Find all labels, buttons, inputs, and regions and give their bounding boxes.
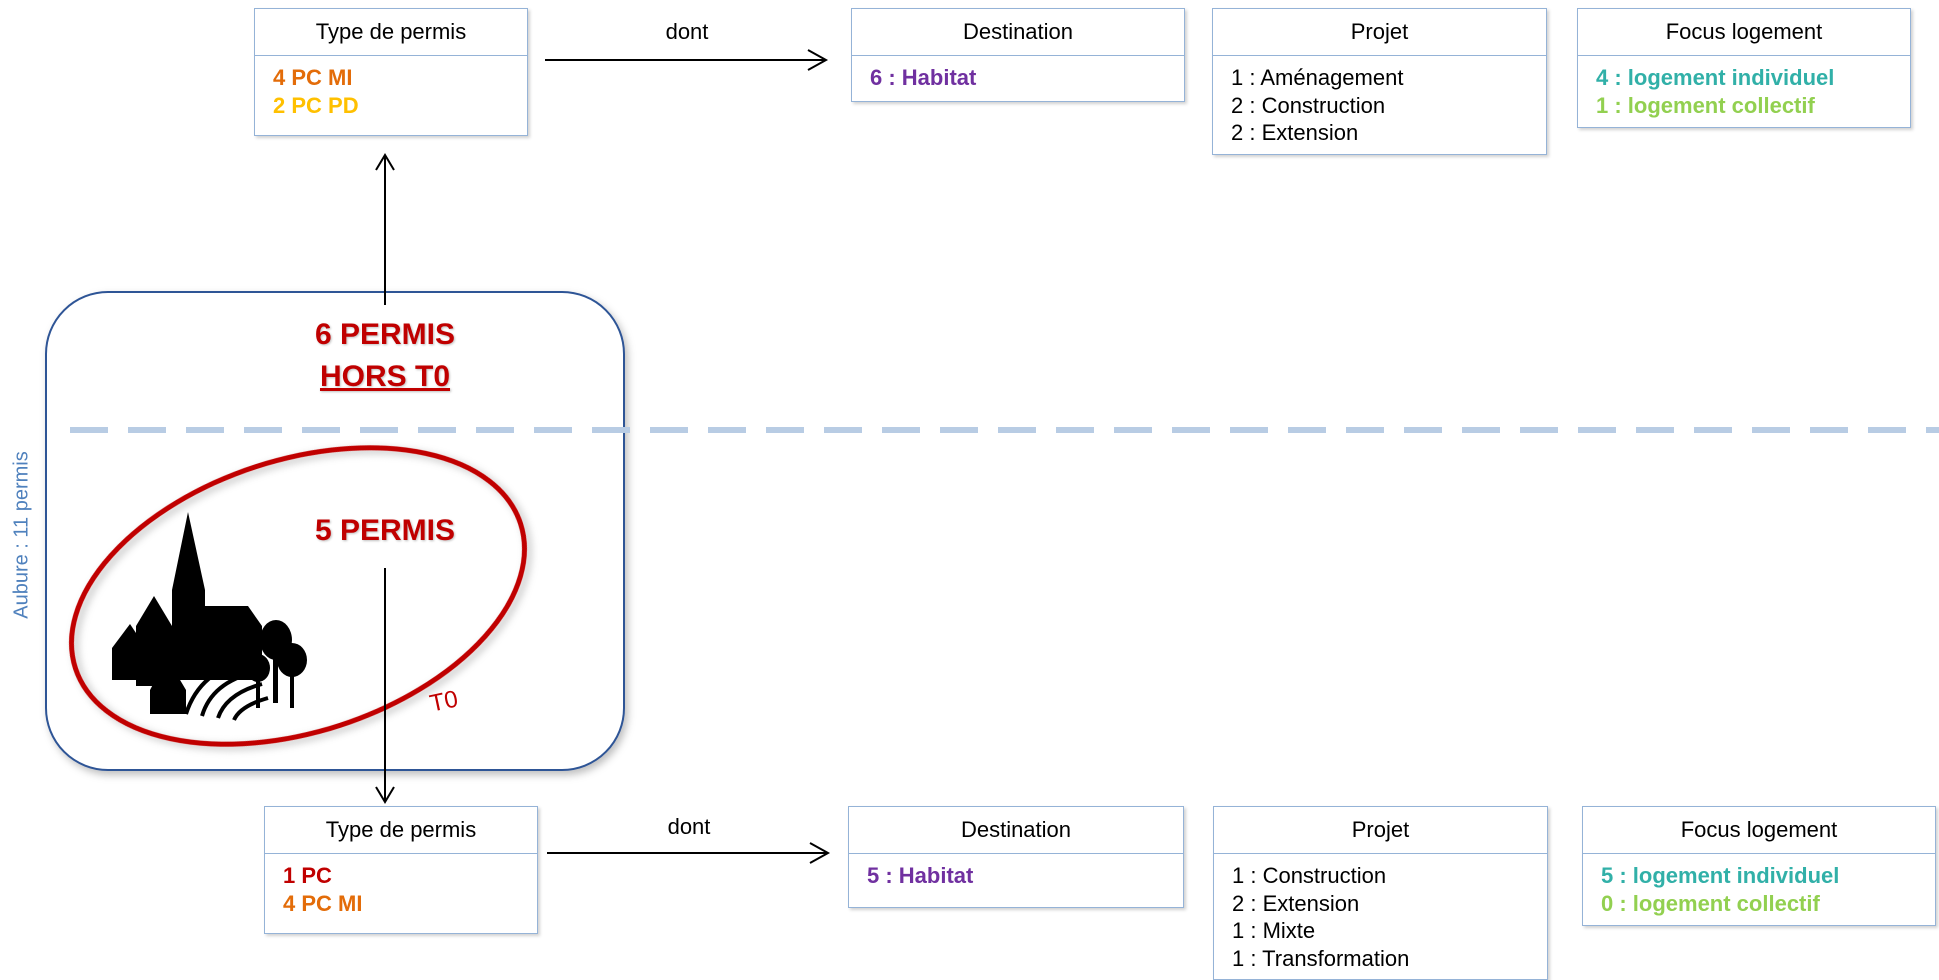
upper-headline-hors-t0: HORS T0 [319, 360, 451, 393]
arrow-down-to-type [375, 568, 395, 804]
upper-destination-item: 6 : Habitat [870, 65, 977, 90]
lower-projet-item: 2 : Extension [1232, 890, 1360, 916]
lower-focus-item: 0 : logement collectif [1601, 890, 1820, 916]
t0-zone-ellipse [69, 445, 527, 747]
lower-type-permis-box: Type de permis 1 PC 4 PC MI [264, 806, 538, 934]
upper-focus-logement-title: Focus logement [1578, 9, 1910, 56]
lower-destination-title: Destination [849, 807, 1183, 854]
upper-destination-title: Destination [852, 9, 1184, 56]
lower-projet-box: Projet 1 : Construction 2 : Extension 1 … [1213, 806, 1548, 980]
lower-type-permis-title: Type de permis [265, 807, 537, 854]
upper-type-permis-item: 2 PC PD [273, 92, 359, 118]
road-lines [184, 658, 269, 721]
lower-focus-logement-title: Focus logement [1583, 807, 1935, 854]
upper-headline: 6 PERMIS HORS T0 [285, 314, 485, 398]
lower-type-permis-item: 4 PC MI [283, 890, 363, 916]
upper-projet-box: Projet 1 : Aménagement 2 : Construction … [1212, 8, 1547, 155]
lower-projet-title: Projet [1214, 807, 1547, 854]
upper-type-permis-title: Type de permis [255, 9, 527, 56]
lower-headline: 5 PERMIS [314, 514, 456, 547]
upper-destination-box: Destination 6 : Habitat [851, 8, 1185, 102]
upper-projet-item: 1 : Aménagement [1231, 65, 1404, 90]
lower-type-permis-item: 1 PC [283, 863, 332, 888]
upper-focus-item: 4 : logement individuel [1596, 65, 1835, 90]
upper-type-permis-box: Type de permis 4 PC MI 2 PC PD [254, 8, 528, 136]
lower-focus-item: 5 : logement individuel [1601, 863, 1840, 888]
lower-projet-item: 1 : Construction [1232, 863, 1387, 888]
upper-projet-item: 2 : Construction [1231, 92, 1386, 118]
lower-dont-label: dont [667, 814, 711, 839]
upper-headline-count: 6 PERMIS [314, 318, 456, 351]
arrow-up-to-type [375, 153, 395, 305]
lower-destination-box: Destination 5 : Habitat [848, 806, 1184, 908]
upper-projet-item: 2 : Extension [1231, 120, 1359, 145]
upper-focus-item: 1 : logement collectif [1596, 92, 1815, 118]
territory-side-label: Aubure : 11 permis [10, 451, 33, 619]
arrow-upper-dont [545, 49, 829, 71]
t0-zone-label: T0 [427, 685, 461, 718]
lower-projet-item: 1 : Transformation [1232, 945, 1410, 971]
upper-focus-logement-box: Focus logement 4 : logement individuel 1… [1577, 8, 1911, 128]
upper-dont-label: dont [665, 19, 709, 44]
lower-projet-item: 1 : Mixte [1232, 918, 1316, 943]
arrow-lower-dont [547, 842, 831, 864]
lower-focus-logement-box: Focus logement 5 : logement individuel 0… [1582, 806, 1936, 926]
upper-type-permis-item: 4 PC MI [273, 65, 353, 90]
lower-destination-item: 5 : Habitat [867, 863, 974, 888]
upper-projet-title: Projet [1213, 9, 1546, 56]
